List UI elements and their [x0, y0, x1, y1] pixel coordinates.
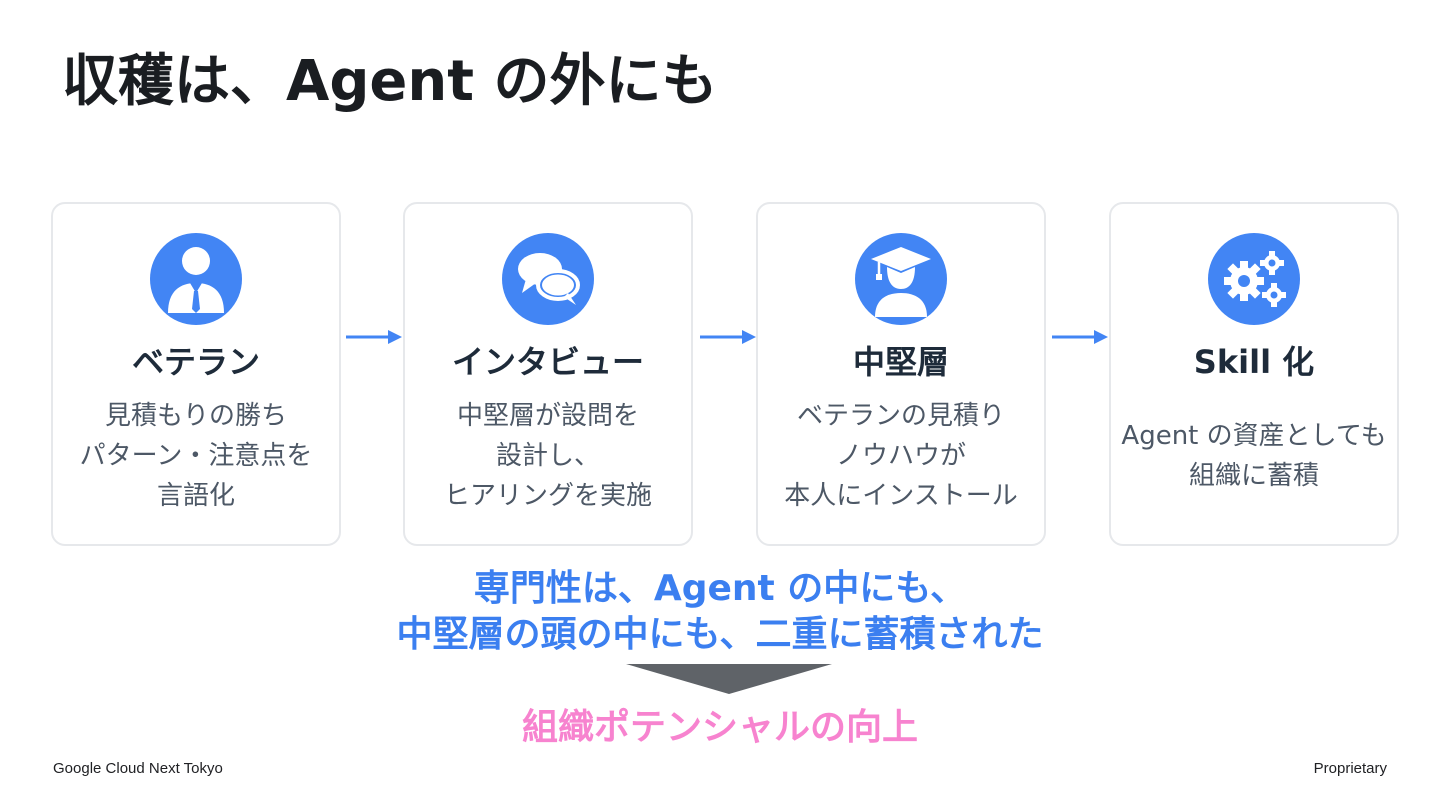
gears-icon — [1208, 233, 1300, 325]
graduate-icon — [855, 233, 947, 325]
down-arrow-icon — [626, 664, 832, 694]
chat-bubbles-icon — [502, 233, 594, 325]
arrow-right-icon — [698, 326, 756, 348]
step-card-skill: Skill 化 Agent の資産としても 組織に蓄積 — [1109, 202, 1399, 546]
step-description-skill: Agent の資産としても 組織に蓄積 — [1121, 421, 1387, 491]
slide-title: 収穫は、Agent の外にも — [62, 49, 718, 114]
business-person-icon — [150, 233, 242, 325]
step-title-mid-level: 中堅層 — [852, 343, 949, 381]
summary-line-2: 中堅層の頭の中にも、二重に蓄積された — [396, 614, 1044, 655]
step-description-veteran: 見積もりの勝ち パターン・注意点を 言語化 — [79, 401, 313, 511]
step-description-mid-level: ベテランの見積り ノウハウが 本人にインストール — [784, 401, 1018, 511]
footer-confidentiality: Proprietary — [1313, 760, 1387, 777]
step-description-interview: 中堅層が設問を 設計し、 ヒアリングを実施 — [443, 401, 652, 511]
arrow-right-icon — [1050, 326, 1108, 348]
result-statement: 組織ポテンシャルの向上 — [521, 707, 918, 748]
step-title-skill: Skill 化 — [1193, 343, 1315, 381]
step-title-veteran: ベテラン — [131, 343, 260, 381]
step-card-mid-level: 中堅層 ベテランの見積り ノウハウが 本人にインストール — [756, 202, 1046, 546]
arrow-right-icon — [344, 326, 402, 348]
step-card-veteran: ベテラン 見積もりの勝ち パターン・注意点を 言語化 — [51, 202, 341, 546]
step-title-interview: インタビュー — [451, 343, 644, 381]
step-card-interview: インタビュー 中堅層が設問を 設計し、 ヒアリングを実施 — [403, 202, 693, 546]
summary-line-1: 専門性は、Agent の中にも、 — [473, 568, 967, 609]
footer-event-name: Google Cloud Next Tokyo — [53, 760, 223, 777]
summary-statement: 専門性は、Agent の中にも、 中堅層の頭の中にも、二重に蓄積された — [0, 566, 1440, 658]
